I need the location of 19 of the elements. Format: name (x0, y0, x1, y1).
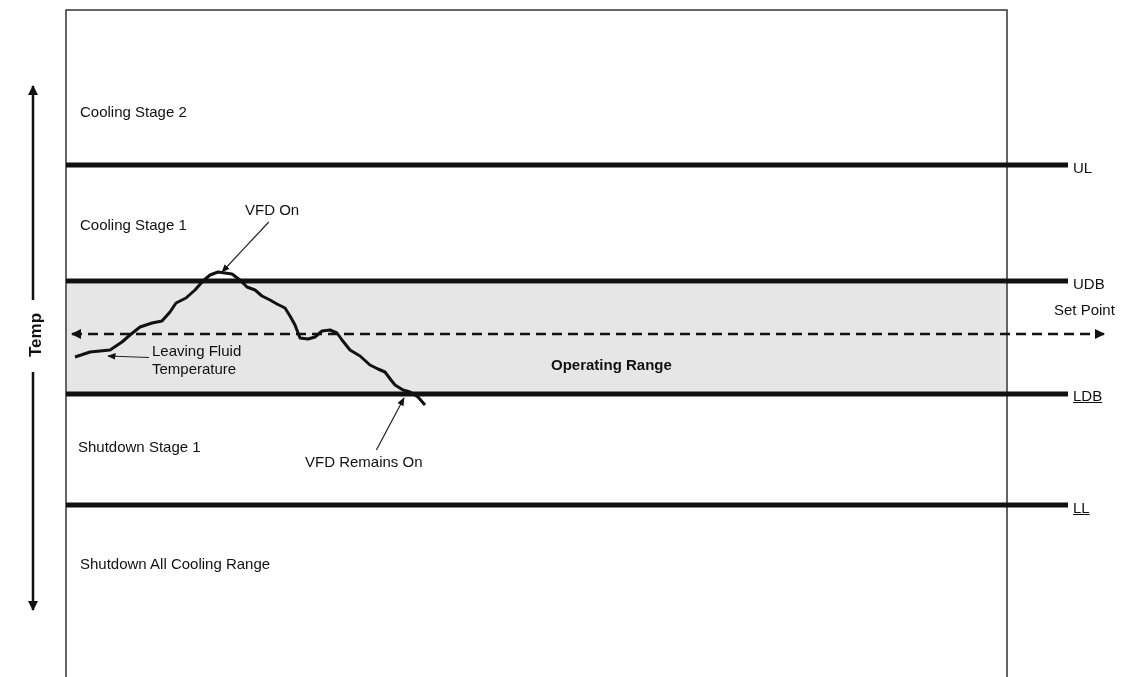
callout-text: VFD On (245, 201, 315, 219)
region-label: Set Point (1054, 301, 1115, 319)
operating-range-band (67, 284, 1006, 392)
region-label: Cooling Stage 1 (80, 216, 187, 234)
region-label: Shutdown All Cooling Range (80, 555, 271, 573)
region-label: Shutdown Stage 1 (78, 438, 201, 456)
leader-line (221, 221, 270, 273)
region-label: Operating Range (551, 356, 672, 374)
region-label: LL (1073, 499, 1090, 517)
callout-text: Leaving Fluid Temperature (152, 342, 282, 378)
temperature-curve (74, 270, 427, 406)
axis-label: Temp (27, 312, 46, 358)
leader-line (107, 352, 150, 360)
region-label: LDB (1073, 387, 1103, 405)
leader-line (375, 397, 405, 451)
region-label: UL (1073, 159, 1093, 177)
region-label: Cooling Stage 2 (80, 103, 187, 121)
region-label: UDB (1073, 275, 1105, 293)
callout-text: VFD Remains On (305, 453, 435, 471)
